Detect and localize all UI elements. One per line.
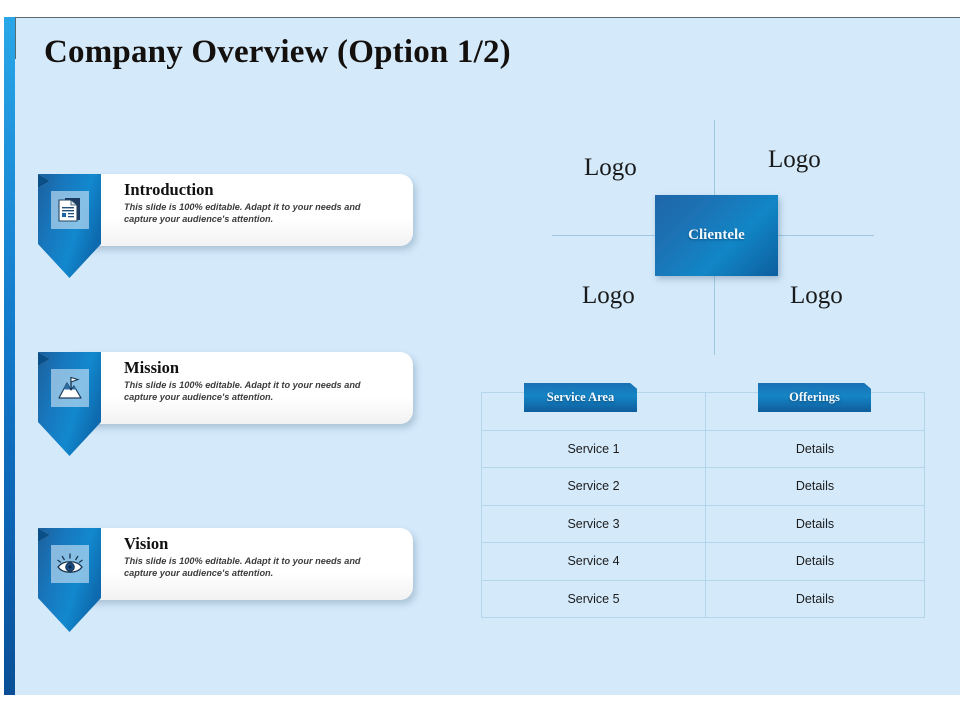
table-header-row [482,393,924,431]
table-cell-service: Service 2 [482,468,706,505]
feature-card-panel [61,352,413,424]
feature-description: This slide is 100% editable. Adapt it to… [124,380,361,402]
table-header-label: Offerings [789,390,840,404]
table-row[interactable]: Service 1 Details [482,430,924,468]
table-cell-details: Details [795,592,835,607]
feature-card-panel [61,528,413,600]
eye-icon [51,545,89,583]
feature-card-text: Introduction This slide is 100% editable… [124,180,404,225]
feature-card-introduction[interactable]: Introduction This slide is 100% editable… [38,174,413,278]
clientele-label: Clientele [688,227,745,243]
page-title: Company Overview (Option 1/2) [44,34,511,70]
clientele-center-box[interactable]: Clientele [655,195,778,276]
table-row[interactable]: Service 2 Details [482,468,924,506]
feature-card-text: Vision This slide is 100% editable. Adap… [124,534,404,579]
feature-card-text: Mission This slide is 100% editable. Ada… [124,358,404,403]
frame-line-left [15,17,16,59]
logo-placeholder-bottom-right[interactable]: Logo [790,282,843,309]
logo-placeholder-top-left[interactable]: Logo [584,154,637,181]
table-row[interactable]: Service 3 Details [482,505,924,543]
table-cell-service: Service 1 [482,430,706,467]
table-row[interactable]: Service 5 Details [482,580,924,618]
feature-description: This slide is 100% editable. Adapt it to… [124,202,361,224]
table-cell-service: Service 3 [482,505,706,542]
table-row[interactable]: Service 4 Details [482,543,924,581]
document-icon [51,191,89,229]
feature-card-panel [61,174,413,246]
feature-heading: Introduction [124,180,214,199]
table-cell-details: Details [795,516,835,531]
clientele-diagram: Logo Logo Logo Logo Clientele [540,110,940,360]
logo-placeholder-top-right[interactable]: Logo [768,146,821,173]
feature-card-mission[interactable]: Mission This slide is 100% editable. Ada… [38,352,413,456]
feature-heading: Mission [124,358,180,377]
feature-card-vision[interactable]: Vision This slide is 100% editable. Adap… [38,528,413,632]
left-accent-bar [4,17,15,695]
table-header-label: Service Area [546,390,615,404]
table-cell-service: Service 4 [482,543,706,580]
table-cell-details: Details [795,554,835,569]
table-cell-service: Service 5 [482,580,706,618]
table-header-badge-offerings[interactable]: Offerings [758,383,871,412]
service-table: Service 1 Details Service 2 Details Serv… [481,392,925,618]
table-header-badge-service-area[interactable]: Service Area [524,383,637,412]
feature-description: This slide is 100% editable. Adapt it to… [124,556,361,578]
frame-line-top [15,17,960,18]
mountain-flag-icon [51,369,89,407]
table-cell-details: Details [795,441,835,456]
logo-placeholder-bottom-left[interactable]: Logo [582,282,635,309]
feature-heading: Vision [124,534,169,553]
table-header-cell-service-area [482,393,706,430]
table-cell-details: Details [795,479,835,494]
